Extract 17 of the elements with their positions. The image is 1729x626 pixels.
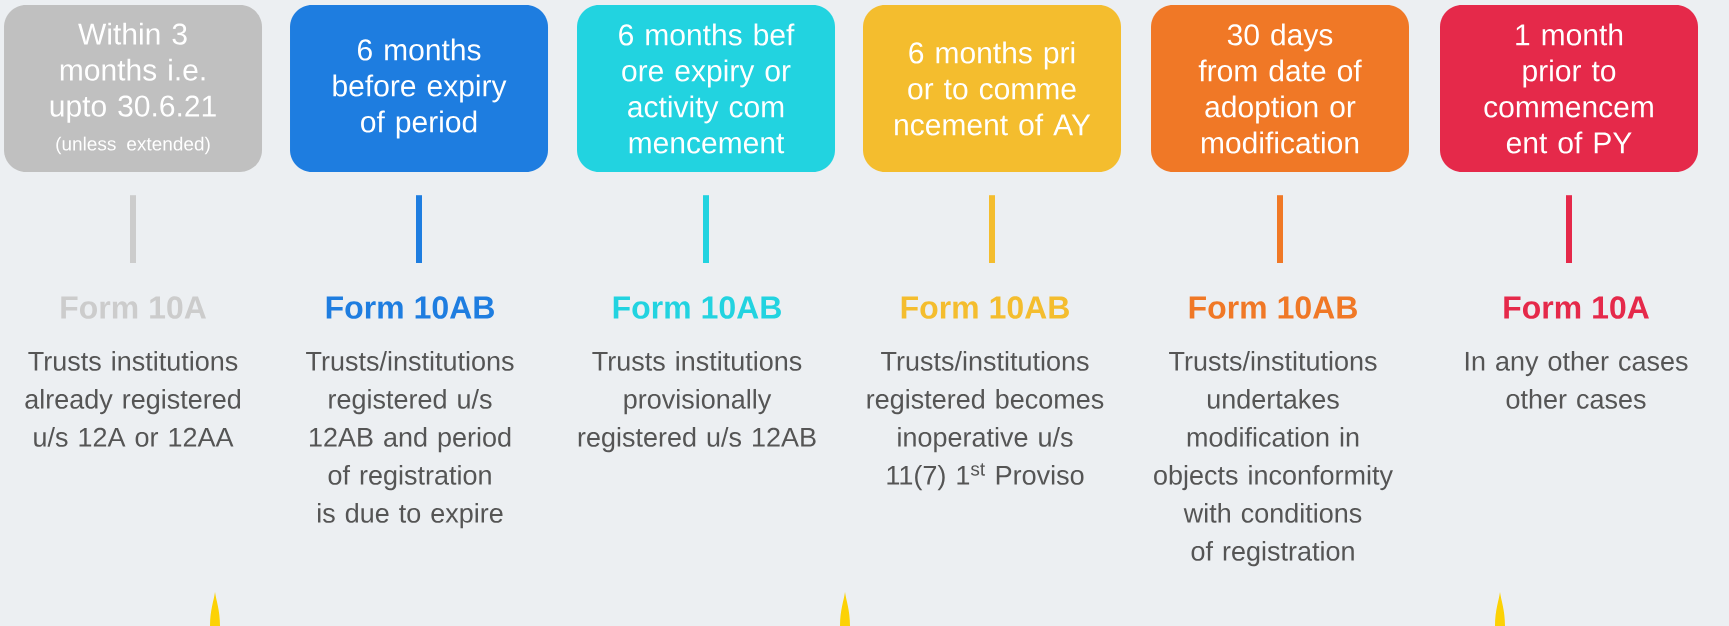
form-description: Form 10AB Trusts institutions provisionally registered u/s 12AB (578, 296, 816, 453)
connector-bar (130, 195, 136, 263)
connector-bar (989, 195, 995, 263)
time-box: Within 3 months i.e. upto 30.6.21 (unless extended) (4, 5, 262, 172)
time-box: 6 months before expiry of period (290, 5, 548, 172)
connector-bar (1566, 195, 1572, 263)
form-description: Form 10AB Trusts/institutions registered u/s 12AB and period of registration is due to expire (306, 296, 514, 529)
form-description: Form 10AB Trusts/institutions registered becomes inoperative u/s 11(7) 1$^{st}$ Proviso (867, 296, 1104, 491)
time-box: 6 months pri or to comme ncement of AY (863, 5, 1121, 172)
time-box: 30 days from date of adoption or modification (1151, 5, 1409, 172)
time-box: 6 months bef ore expiry or activity com mencement (577, 5, 835, 172)
form-description: Form 10AB Trusts/institutions undertakes modification in objects inconformity with conditions of registration (1154, 296, 1393, 567)
time-box: 1 month prior to commencem ent of PY (1440, 5, 1698, 172)
connector-bar (703, 195, 709, 263)
connector-bar (1277, 195, 1283, 263)
form-description: Form 10A In any other cases other cases (1465, 296, 1688, 409)
connector-bar (416, 195, 422, 263)
